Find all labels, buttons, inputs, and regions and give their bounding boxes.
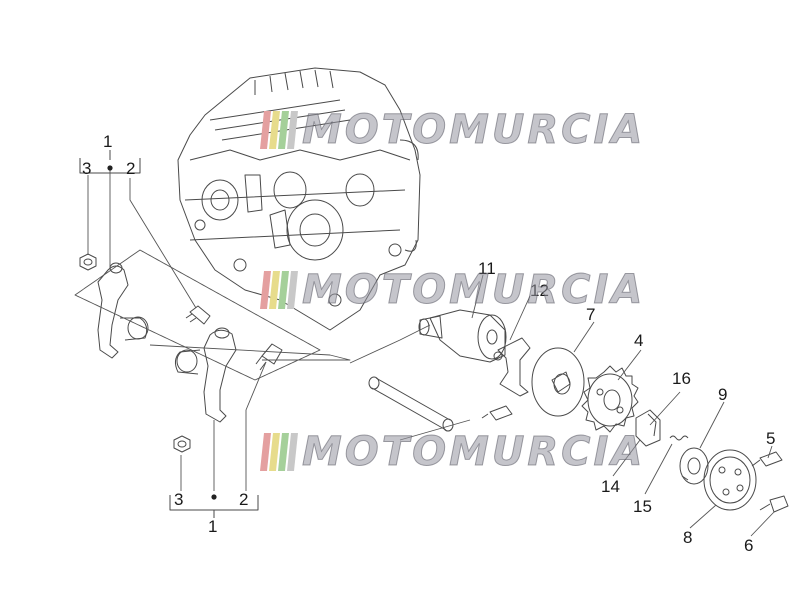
watermark-bottom: MOTOMURCIA: [260, 429, 646, 475]
washer: [679, 447, 709, 485]
callout-6: 6: [744, 536, 753, 555]
callout-7: 7: [586, 305, 595, 324]
decompressor-lever: [635, 409, 661, 447]
callout-1-top: 1: [103, 132, 112, 151]
decompressor-spring: [669, 435, 689, 441]
adjuster-screw-upper: [185, 305, 211, 325]
nut-part-3-lower: [173, 435, 191, 453]
group-dot-bottom: [211, 494, 217, 500]
watermark-middle: MOTOMURCIA: [260, 267, 646, 313]
watermark-text: MOTOMURCIA: [301, 429, 646, 475]
callout-12: 12: [530, 281, 549, 300]
watermark-stripes: [260, 433, 298, 471]
callout-1-bottom: 1: [208, 517, 217, 536]
watermark-top: MOTOMURCIA: [260, 107, 646, 153]
callout-labels: 1 3 2 3 2 1 11 12 7 4 16 9 5 14 15 8 6: [82, 132, 775, 555]
rocker-arm-lower: [174, 327, 237, 423]
group-dot-top: [107, 165, 113, 171]
cylinder-head: [177, 67, 421, 331]
callout-5: 5: [766, 429, 775, 448]
watermark-stripes: [260, 271, 298, 309]
watermark-stripes: [260, 111, 298, 149]
callout-14: 14: [601, 477, 620, 496]
cam-sprocket: [581, 365, 639, 433]
sprocket-cover: [703, 449, 757, 511]
screw-5: [751, 451, 783, 467]
callout-11: 11: [478, 259, 496, 278]
watermark-text: MOTOMURCIA: [301, 107, 646, 153]
callout-9: 9: [718, 385, 727, 404]
plate-screw: [481, 405, 513, 421]
callout-4: 4: [634, 331, 643, 350]
rocker-shaft: [368, 376, 454, 432]
watermark-text: MOTOMURCIA: [301, 267, 646, 313]
callout-2-bottom: 2: [239, 490, 248, 509]
adjuster-screw-lower: [255, 343, 283, 371]
nut-part-3-upper: [79, 253, 97, 271]
retainer-plate: [497, 337, 531, 397]
camshaft: [418, 309, 507, 363]
decompressor-disc: [531, 347, 585, 417]
callout-8: 8: [683, 528, 692, 547]
callout-2-top: 2: [126, 159, 135, 178]
screw-6: [759, 495, 789, 513]
callout-16: 16: [672, 369, 691, 388]
callout-15: 15: [633, 497, 652, 516]
leader-lines: [74, 170, 775, 537]
callout-3-bottom: 3: [174, 490, 183, 509]
rocker-arm-upper: [97, 262, 149, 359]
callout-3-top: 3: [82, 159, 91, 178]
